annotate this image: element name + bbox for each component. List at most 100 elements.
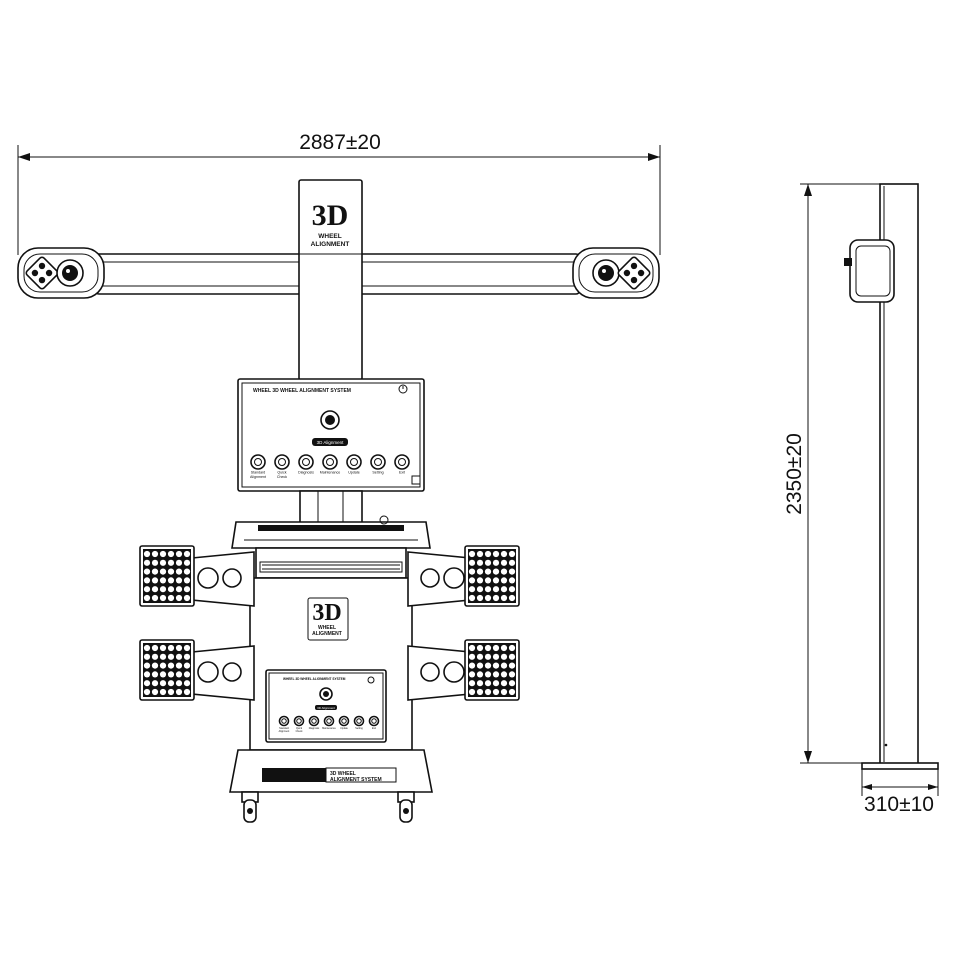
column: 3D WHEEL ALIGNMENT xyxy=(298,179,363,381)
monitor-button[interactable]: Setting xyxy=(370,454,386,475)
target-dot xyxy=(143,568,151,575)
target-dot xyxy=(468,644,476,652)
target-dot xyxy=(159,550,167,558)
monitor-button[interactable]: Update xyxy=(346,454,362,475)
target-dot xyxy=(468,559,476,566)
target-dot xyxy=(500,653,508,660)
target-dot xyxy=(151,550,159,558)
target-dot xyxy=(492,671,500,678)
target-dot xyxy=(508,550,516,558)
height-label: 2350±20 xyxy=(783,433,806,515)
target-dot xyxy=(492,594,500,602)
base-label-line2: ALIGNMENT SYSTEM xyxy=(330,777,382,783)
target-dot xyxy=(159,671,167,678)
target-dot xyxy=(500,671,508,678)
target-dot xyxy=(175,680,183,687)
power-icon xyxy=(398,384,408,394)
target-dot xyxy=(468,586,476,593)
monitor-header: WHEEL 3D WHEEL ALIGNMENT SYSTEM xyxy=(253,388,351,394)
monitor-stem xyxy=(299,490,363,524)
target-dot xyxy=(468,653,476,660)
target-dot xyxy=(143,644,151,652)
target-dot xyxy=(484,644,492,652)
monitor-button[interactable]: Diagnosis xyxy=(298,454,314,475)
target-board xyxy=(464,639,520,701)
monitor-button[interactable]: Exit xyxy=(368,715,380,730)
target-dot xyxy=(476,680,484,687)
monitor-button[interactable]: Maintenance xyxy=(322,715,337,730)
width-label: 2887±20 xyxy=(299,131,381,154)
target-dot xyxy=(484,653,492,660)
target-dot xyxy=(492,653,500,660)
target-dot xyxy=(143,577,151,584)
monitor-button-label: Diagnosis xyxy=(309,727,320,730)
monitor-button-label: Alignment xyxy=(250,475,266,479)
monitor-center-label: 3D Alignment xyxy=(317,440,345,445)
caster-left xyxy=(241,791,259,823)
monitor-button-label: Check xyxy=(296,730,304,733)
target-dot xyxy=(484,662,492,669)
keyboard-drawer xyxy=(255,547,407,579)
target-board xyxy=(139,545,195,607)
target-dot xyxy=(183,550,191,558)
target-dot xyxy=(143,680,151,687)
target-dot xyxy=(484,688,492,696)
target-dot xyxy=(175,688,183,696)
monitor-button[interactable]: Setting xyxy=(353,715,365,730)
target-dot xyxy=(175,577,183,584)
monitor-button[interactable]: Maintenance xyxy=(320,454,341,475)
target-dot xyxy=(476,586,484,593)
target-dot xyxy=(468,662,476,669)
target-dot xyxy=(468,680,476,687)
target-dot xyxy=(476,662,484,669)
target-dot xyxy=(175,653,183,660)
target-dot xyxy=(151,568,159,575)
monitor-button[interactable]: Exit xyxy=(394,454,410,475)
target-dot xyxy=(508,688,516,696)
target-dot xyxy=(183,586,191,593)
monitor-button-label: Maintenance xyxy=(322,727,336,730)
depth-label: 310±10 xyxy=(864,793,934,816)
target-dot xyxy=(167,644,175,652)
target-dot xyxy=(484,594,492,602)
target-dot xyxy=(484,577,492,584)
target-dot xyxy=(484,568,492,575)
target-dot xyxy=(183,594,191,602)
target-dot xyxy=(500,594,508,602)
target-dot xyxy=(476,671,484,678)
main-monitor: WHEEL 3D WHEEL ALIGNMENT SYSTEM 3D Align… xyxy=(237,378,425,492)
target-dot xyxy=(151,653,159,660)
target-dot xyxy=(143,550,151,558)
target-dot xyxy=(159,568,167,575)
target-dot xyxy=(508,586,516,593)
monitor-button[interactable]: Update xyxy=(338,715,350,730)
monitor-button-label: Exit xyxy=(372,727,376,730)
left-camera-head xyxy=(17,247,105,299)
target-dot xyxy=(508,594,516,602)
target-holder-right xyxy=(407,551,471,701)
target-dot xyxy=(143,671,151,678)
monitor-button-label: Alignment xyxy=(279,730,290,733)
target-dot xyxy=(476,594,484,602)
target-dot xyxy=(159,680,167,687)
monitor-button-label: Quick xyxy=(296,727,303,730)
target-dot xyxy=(143,662,151,669)
target-dot xyxy=(468,671,476,678)
target-dot xyxy=(500,577,508,584)
monitor-button-label: Diagnosis xyxy=(298,471,314,475)
target-dot xyxy=(151,671,159,678)
target-dot xyxy=(492,577,500,584)
target-dot xyxy=(508,680,516,687)
target-dot xyxy=(167,586,175,593)
monitor-button[interactable]: Diagnosis xyxy=(308,715,320,730)
target-dot xyxy=(492,559,500,566)
target-dot xyxy=(183,559,191,566)
target-dot xyxy=(500,644,508,652)
target-dot xyxy=(159,594,167,602)
led-array-icon xyxy=(617,256,651,290)
target-dot xyxy=(183,568,191,575)
